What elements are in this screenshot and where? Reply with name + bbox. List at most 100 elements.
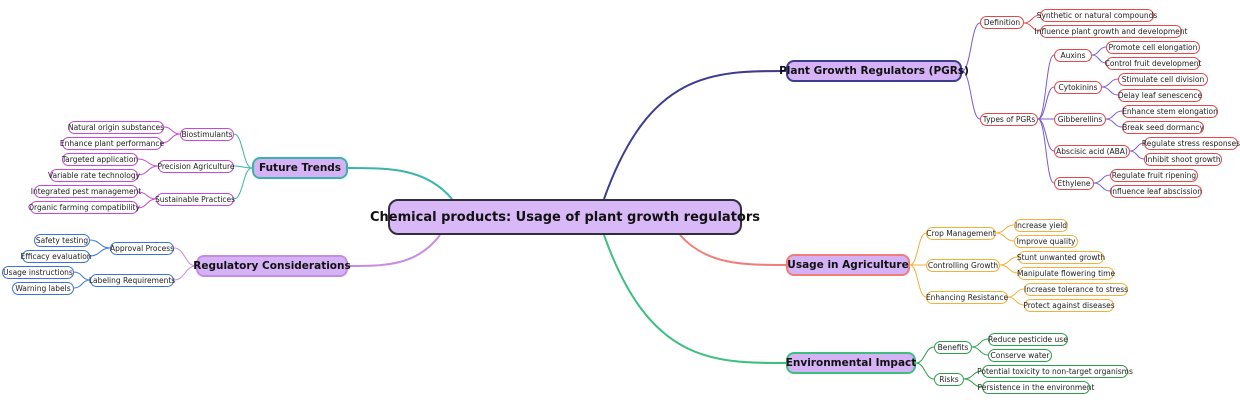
connector-line [995, 224, 1015, 234]
connector-line [233, 165, 253, 169]
connector-line [1037, 54, 1055, 120]
main-branch-line [603, 70, 787, 200]
pgr-type-ethylene[interactable]: Ethylene [1054, 177, 1094, 190]
connector-line [995, 232, 1015, 242]
connector-line [173, 247, 197, 267]
connector-line [1007, 288, 1025, 298]
connector-line [915, 346, 935, 364]
connector-line [909, 264, 927, 298]
connector-line [971, 346, 989, 356]
reg-item[interactable]: Warning labels [12, 282, 74, 295]
pgr-type-item[interactable]: Control fruit development [1104, 57, 1202, 70]
pgr-type-cytokinins[interactable]: Cytokinins [1054, 81, 1102, 94]
main-branch-line [603, 234, 787, 364]
agri-item[interactable]: Improve quality [1014, 235, 1078, 248]
central-topic[interactable]: Chemical products: Usage of plant growth… [370, 199, 760, 235]
pgr-type-item[interactable]: Inhibit shoot growth [1144, 153, 1222, 166]
branch-environmental-impact[interactable]: Environmental Impact [786, 352, 916, 374]
pgr-types[interactable]: Types of PGRs [980, 113, 1038, 126]
trends-precision-agriculture[interactable]: Precision Agriculture [157, 160, 235, 173]
branch-plant-growth-regulators[interactable]: Plant Growth Regulators (PGRs) [779, 60, 969, 82]
trends-item[interactable]: Enhance plant performance [59, 137, 165, 150]
env-item[interactable]: Persistence in the environment [977, 381, 1095, 394]
pgr-type-item[interactable]: Regulate stress responses [1141, 137, 1240, 150]
trends-sustainable-practices[interactable]: Sustainable Practices [154, 193, 236, 206]
pgr-type-item[interactable]: Enhance stem elongation [1122, 105, 1218, 118]
connector-line [999, 264, 1019, 274]
definition-item[interactable]: Influence plant growth and development [1034, 25, 1188, 38]
reg-labeling-requirements[interactable]: Labeling Requirements [88, 274, 176, 287]
env-item[interactable]: Conserve water [988, 349, 1052, 362]
connector-line [73, 271, 91, 281]
branch-regulatory-considerations[interactable]: Regulatory Considerations [193, 255, 351, 277]
connector-line [233, 133, 253, 169]
trends-item[interactable]: Natural origin substances [67, 121, 165, 134]
connector-line [137, 158, 159, 167]
connector-line [1037, 86, 1055, 120]
agri-crop-management[interactable]: Crop Management [926, 227, 996, 240]
connector-line [1129, 150, 1145, 160]
agri-controlling-growth[interactable]: Controlling Growth [926, 259, 1000, 272]
connector-line [1091, 46, 1107, 56]
reg-item[interactable]: Efficacy evaluation [20, 250, 92, 263]
env-benefits[interactable]: Benefits [934, 341, 972, 354]
connector-line [1101, 86, 1119, 96]
connector-line [1023, 22, 1041, 32]
connector-line [1093, 174, 1111, 184]
env-item[interactable]: Reduce pesticide use [988, 333, 1068, 346]
connector-line [137, 165, 159, 176]
connector-line [73, 279, 91, 289]
pgr-type-gibberellins[interactable]: Gibberellins [1054, 113, 1106, 126]
trends-item[interactable]: Variable rate technology [48, 169, 141, 182]
branch-future-trends[interactable]: Future Trends [252, 157, 348, 179]
pgr-type-auxins[interactable]: Auxins [1054, 49, 1092, 62]
connector-line [89, 247, 111, 257]
main-branch-line [679, 234, 787, 266]
main-branch-line [347, 167, 453, 200]
agri-item[interactable]: Protect against diseases [1023, 299, 1115, 312]
connector-line [1105, 110, 1123, 120]
connector-line [163, 126, 181, 135]
reg-item[interactable]: Safety testing [34, 234, 90, 247]
trends-item[interactable]: Organic farming compatibility [28, 201, 140, 214]
agri-item[interactable]: Increase yield [1014, 219, 1068, 232]
pgr-type-item[interactable]: Break seed dormancy [1122, 121, 1204, 134]
pgr-type-aba[interactable]: Abscisic acid (ABA) [1054, 145, 1130, 158]
env-risks[interactable]: Risks [934, 373, 964, 386]
connector-line [915, 362, 935, 380]
connector-line [1093, 182, 1111, 192]
connector-line [909, 232, 927, 266]
agri-item[interactable]: Stunt unwanted growth [1016, 251, 1106, 264]
reg-item[interactable]: Usage instructions [2, 266, 74, 279]
main-branch-line [347, 234, 441, 267]
pgr-definition[interactable]: Definition [980, 16, 1024, 29]
agri-item[interactable]: Increase tolerance to stress [1024, 283, 1129, 296]
definition-item[interactable]: Synthetic or natural compounds [1036, 9, 1158, 22]
env-item[interactable]: Potential toxicity to non-target organis… [977, 365, 1133, 378]
connector-line [971, 338, 989, 348]
connector-line [1037, 118, 1055, 152]
agri-enhancing-resistance[interactable]: Enhancing Resistance [925, 291, 1009, 304]
connector-line [233, 167, 253, 200]
connector-line [89, 239, 111, 249]
connector-line [1101, 78, 1119, 88]
pgr-type-item[interactable]: Delay leaf senescence [1117, 89, 1203, 102]
trends-item[interactable]: Targeted application [61, 153, 139, 166]
connector-line [1037, 118, 1055, 184]
trends-biostimulants[interactable]: Biostimulants [180, 128, 234, 141]
connector-line [173, 265, 197, 281]
pgr-type-item[interactable]: Influence leaf abscission [1110, 185, 1202, 198]
connector-line [161, 133, 181, 144]
pgr-type-item[interactable]: Regulate fruit ripening [1110, 169, 1198, 182]
agri-item[interactable]: Manipulate flowering time [1016, 267, 1116, 280]
connector-line [999, 256, 1019, 266]
pgr-type-item[interactable]: Stimulate cell division [1118, 73, 1208, 86]
trends-item[interactable]: Integrated pest management [30, 185, 142, 198]
connector-line [961, 70, 981, 120]
branch-usage-in-agriculture[interactable]: Usage in Agriculture [786, 254, 910, 276]
connector-line [1091, 54, 1107, 64]
reg-approval-process[interactable]: Approval Process [109, 242, 175, 255]
pgr-type-item[interactable]: Promote cell elongation [1106, 41, 1200, 54]
connector-line [963, 378, 983, 388]
